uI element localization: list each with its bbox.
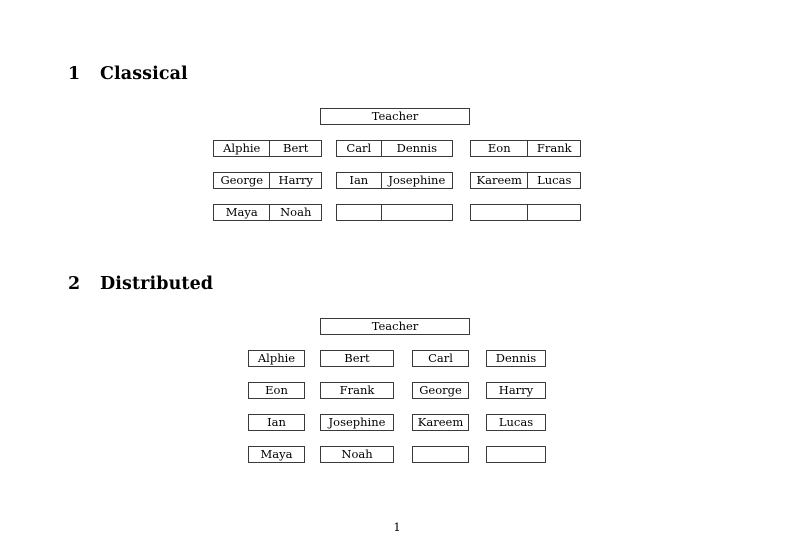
student-group-row: George Harry <box>213 172 322 189</box>
student-cell: Bert <box>320 350 394 367</box>
section-title: Distributed <box>100 274 214 294</box>
student-cell: Frank <box>527 141 580 156</box>
teacher-box-distributed: Teacher <box>320 318 470 335</box>
student-cell: Eon <box>487 141 511 155</box>
section-title: Classical <box>100 64 188 84</box>
student-cell-empty <box>412 446 469 463</box>
student-cell-empty <box>337 205 381 220</box>
student-cell: Ian <box>248 414 305 431</box>
student-cell: Bert <box>269 141 321 156</box>
student-group-row: Carl Dennis <box>336 140 453 157</box>
section-heading-classical: 1 Classical <box>68 64 188 84</box>
student-cell: Dennis <box>486 350 546 367</box>
student-cell: Alphie <box>248 350 305 367</box>
student-cell: George <box>412 382 469 399</box>
student-cell: Maya <box>248 446 305 463</box>
section-number: 1 <box>68 64 81 84</box>
student-group-row: Kareem Lucas <box>470 172 581 189</box>
student-cell: Alphie <box>223 141 261 155</box>
student-cell: Harry <box>486 382 546 399</box>
student-group-row-empty <box>336 204 453 221</box>
student-cell: Kareem <box>412 414 469 431</box>
student-cell-empty <box>471 205 527 220</box>
student-cell-empty <box>486 446 546 463</box>
section-heading-distributed: 2 Distributed <box>68 274 214 294</box>
student-group-row-empty <box>470 204 581 221</box>
student-cell: Frank <box>320 382 394 399</box>
student-cell: Eon <box>248 382 305 399</box>
student-group-row: Ian Josephine <box>336 172 453 189</box>
teacher-box-classical: Teacher <box>320 108 470 125</box>
student-cell: Carl <box>412 350 469 367</box>
student-cell: Noah <box>320 446 394 463</box>
student-cell: Dennis <box>380 141 452 156</box>
student-cell: Carl <box>346 141 372 155</box>
student-cell: Kareem <box>476 173 522 187</box>
student-group-row: Alphie Bert <box>213 140 322 157</box>
student-group-row: Maya Noah <box>213 204 322 221</box>
student-cell: Noah <box>269 205 321 220</box>
student-cell: Lucas <box>527 173 580 188</box>
student-cell: Lucas <box>486 414 546 431</box>
student-group-row: Eon Frank <box>470 140 581 157</box>
student-cell-empty <box>380 205 452 220</box>
student-cell: Maya <box>225 205 258 219</box>
section-number: 2 <box>68 274 81 294</box>
page-number: 1 <box>393 520 401 534</box>
student-cell: Josephine <box>380 173 452 188</box>
student-cell: Harry <box>269 173 321 188</box>
student-cell: Ian <box>349 173 369 187</box>
student-cell: Josephine <box>320 414 394 431</box>
student-cell-empty <box>527 205 580 220</box>
student-cell: George <box>220 173 264 187</box>
